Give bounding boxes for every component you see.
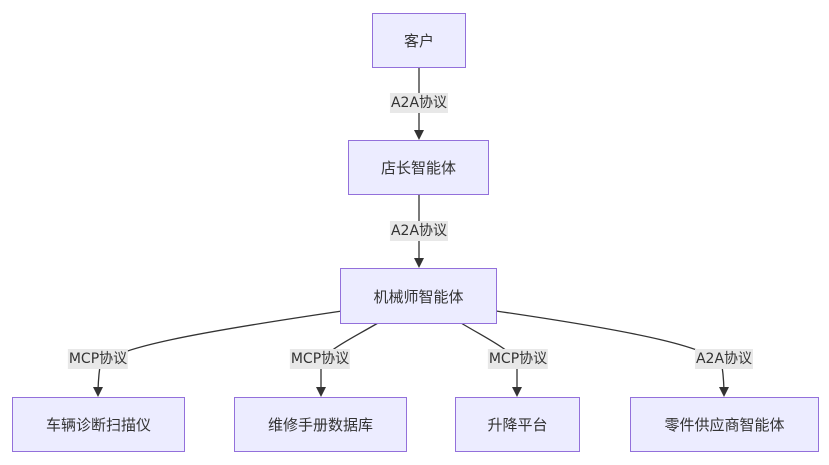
node-vehicle-diagnostic-scanner: 车辆诊断扫描仪 (12, 397, 185, 452)
node-customer: 客户 (372, 13, 466, 68)
edge-label-mechanic-to-repair-manual: MCP协议 (289, 349, 351, 369)
node-lift-platform: 升降平台 (455, 397, 580, 452)
edge-label-store-manager-to-mechanic: A2A协议 (389, 221, 449, 241)
edge-label-mechanic-to-lift-platform: MCP协议 (487, 349, 549, 369)
node-repair-manual-database: 维修手册数据库 (234, 397, 407, 452)
node-store-manager-agent: 店长智能体 (348, 140, 489, 195)
edge-label-mechanic-to-vehicle-scanner: MCP协议 (67, 349, 129, 369)
node-mechanic-agent: 机械师智能体 (340, 268, 497, 324)
node-parts-supplier-agent: 零件供应商智能体 (630, 397, 819, 452)
edge-label-mechanic-to-parts-supplier: A2A协议 (694, 349, 754, 369)
edge-label-customer-to-store-manager: A2A协议 (389, 93, 449, 113)
